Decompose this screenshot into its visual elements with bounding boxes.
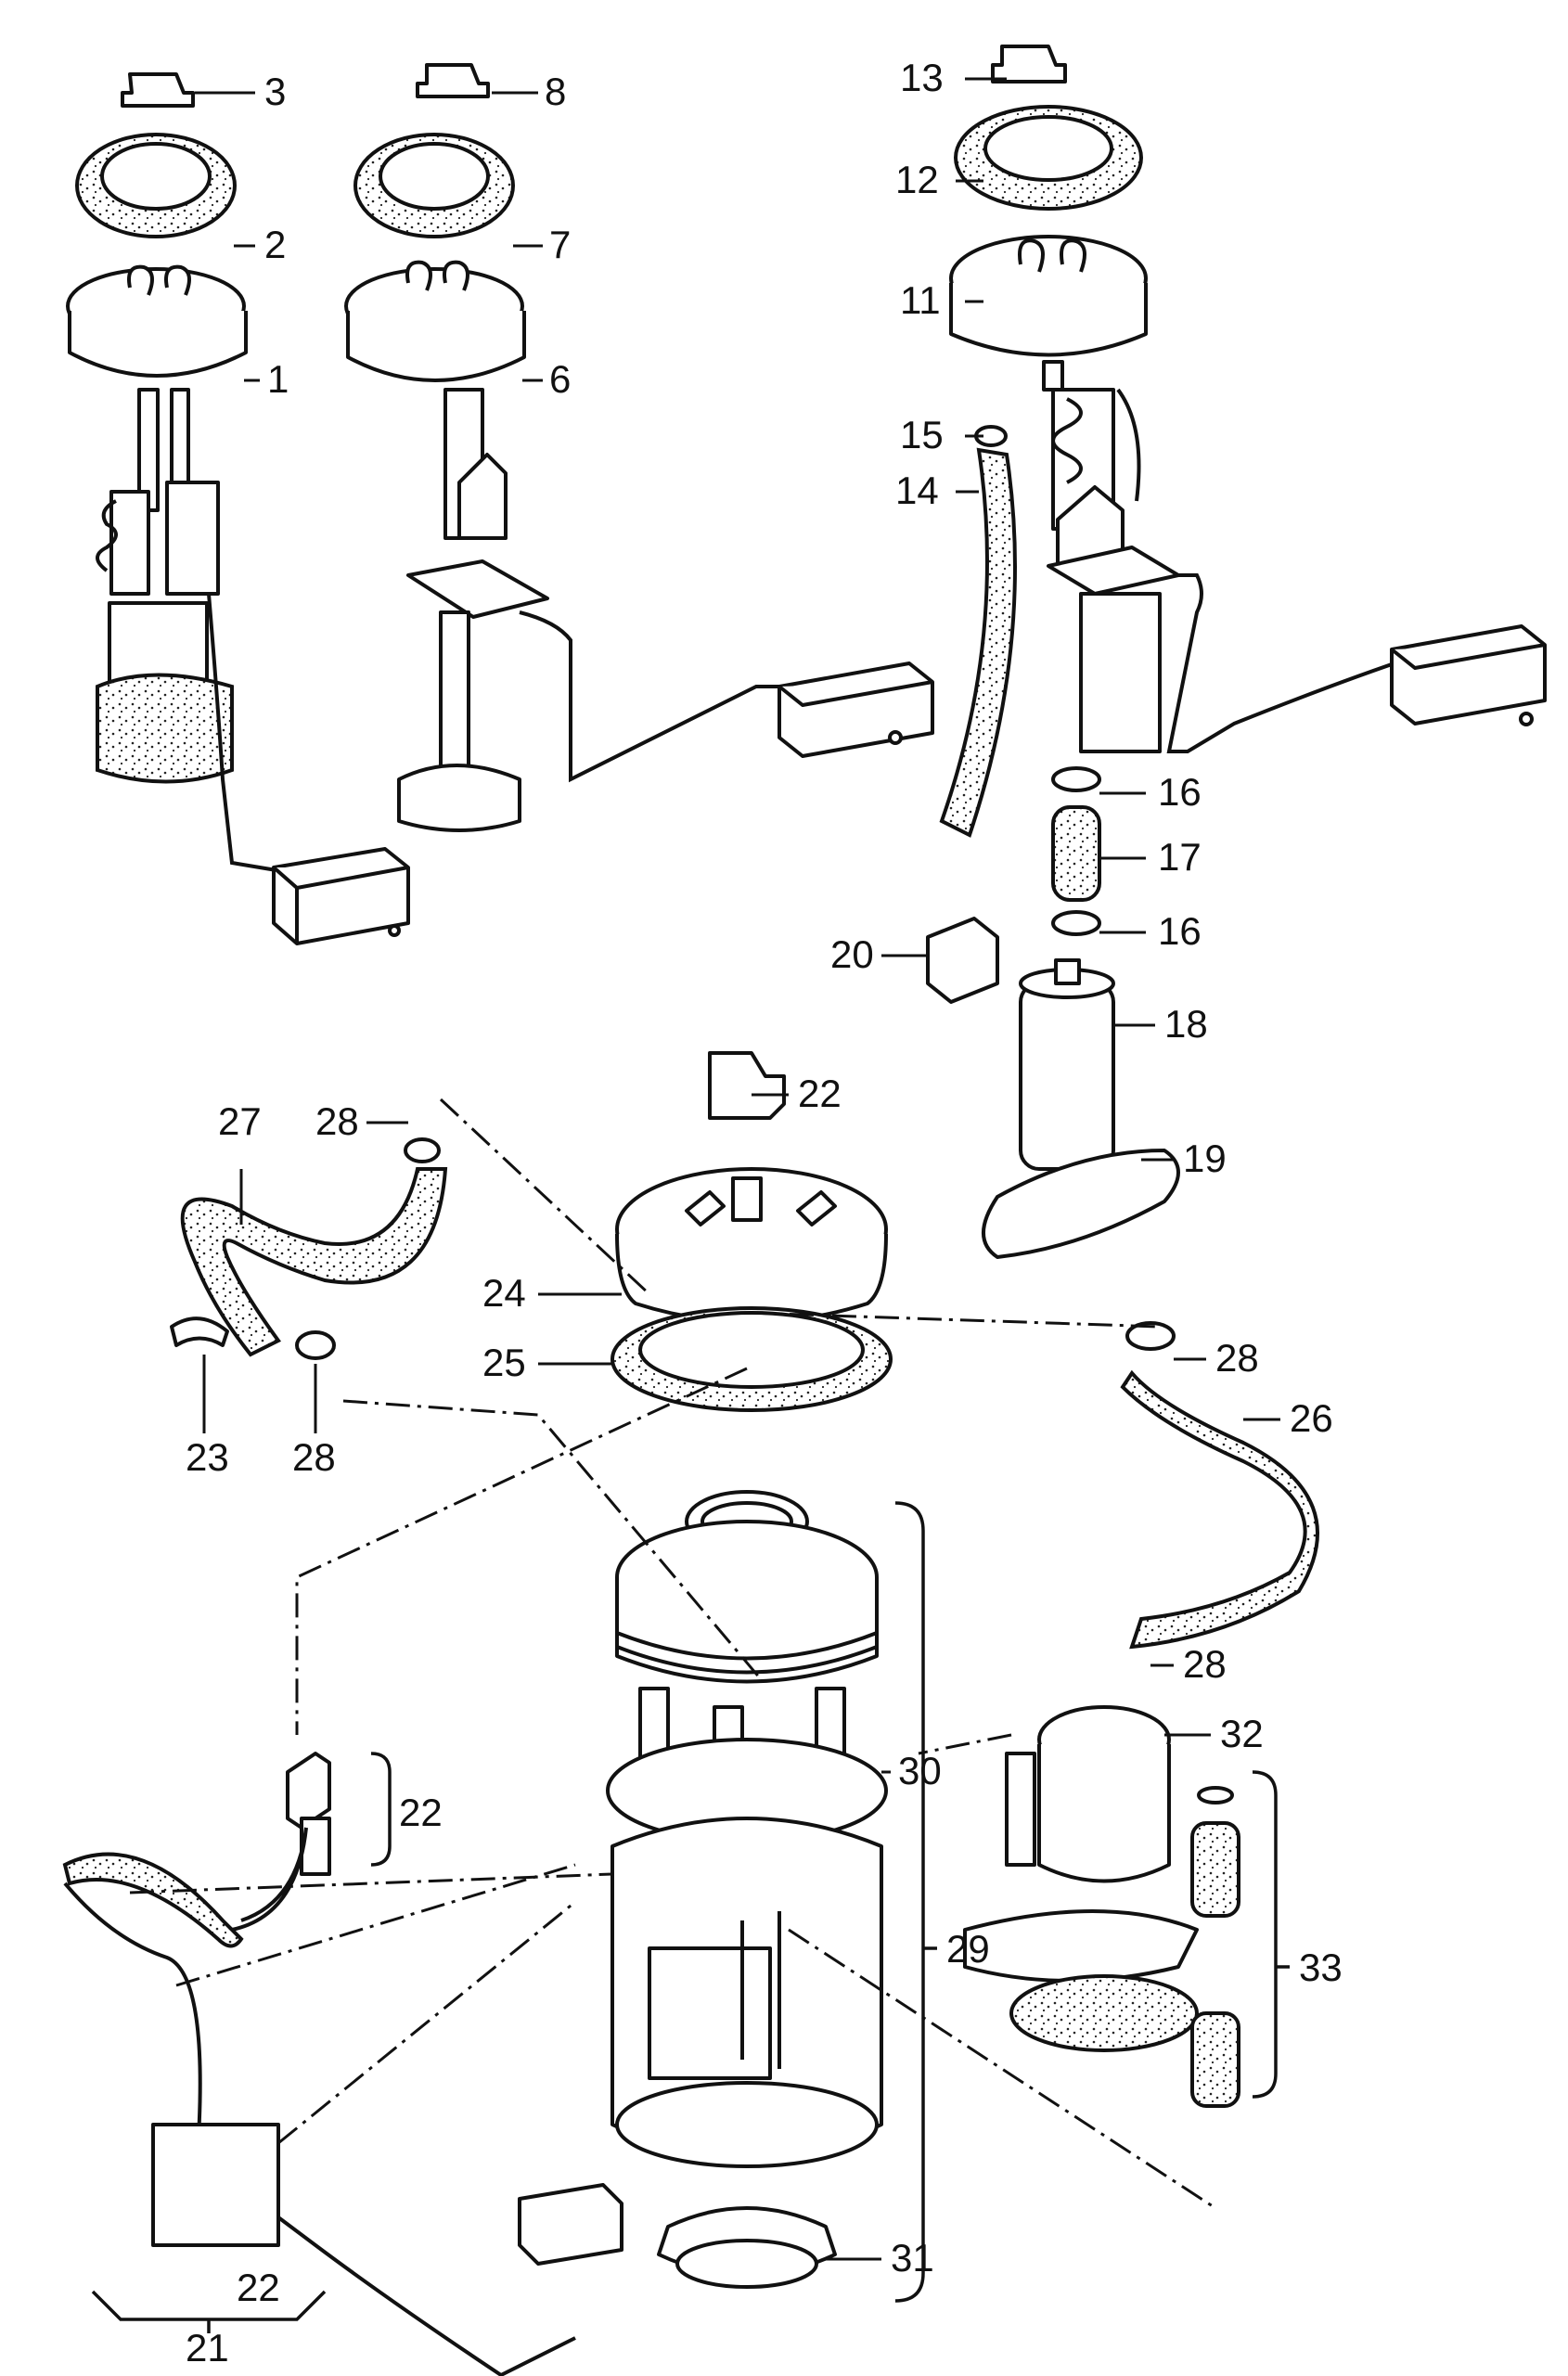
dampers-33 xyxy=(1190,1786,1240,2108)
bracket-22 xyxy=(370,1752,392,1867)
callout-32: 32 xyxy=(1220,1712,1264,1755)
callout-22-bracket: 22 xyxy=(399,1791,443,1834)
callout-14: 14 xyxy=(895,469,939,512)
pump-18 xyxy=(1019,958,1115,1171)
callout-31: 31 xyxy=(891,2236,934,2280)
callout-29: 29 xyxy=(946,1927,990,1971)
sender-assembly-1 xyxy=(66,72,410,945)
callout-1: 1 xyxy=(267,357,289,401)
clip-16a xyxy=(1051,766,1101,792)
callout-16-upper: 16 xyxy=(1158,770,1202,814)
callout-2: 2 xyxy=(264,223,286,266)
callout-7: 7 xyxy=(549,223,571,266)
hose-27 xyxy=(180,1137,448,1357)
clip-23 xyxy=(170,1316,229,1347)
cap-3 xyxy=(121,72,195,108)
callout-28-top: 28 xyxy=(315,1099,359,1143)
bracket-29 xyxy=(894,1501,937,2303)
sender-assembly-6 xyxy=(344,63,934,832)
callout-19: 19 xyxy=(1183,1137,1227,1180)
sender-assembly-11 xyxy=(949,45,1547,753)
bracket-21 xyxy=(91,2290,327,2333)
pump-32 xyxy=(963,1705,1199,2052)
callout-17: 17 xyxy=(1158,835,1202,879)
callout-18: 18 xyxy=(1164,1002,1208,1046)
callout-22-bottom: 22 xyxy=(237,2266,280,2309)
hose-26 xyxy=(1120,1369,1319,1650)
filter-17 xyxy=(1051,805,1101,902)
float-6 xyxy=(778,661,934,758)
clip-28c xyxy=(1125,1321,1176,1351)
connector-22-top xyxy=(708,1051,786,1120)
callout-8: 8 xyxy=(545,70,566,113)
cap-8 xyxy=(416,63,490,98)
callout-11: 11 xyxy=(900,278,941,322)
callout-26: 26 xyxy=(1290,1396,1333,1440)
clip-28b xyxy=(295,1330,336,1360)
bracket-33 xyxy=(1252,1770,1290,2099)
callout-30: 30 xyxy=(898,1749,942,1792)
connector-20 xyxy=(926,917,999,1004)
callout-3: 3 xyxy=(264,70,286,113)
hose-14 xyxy=(939,425,1017,838)
callout-16-lower: 16 xyxy=(1158,909,1202,953)
sender-21 xyxy=(151,2123,623,2376)
callout-28-left: 28 xyxy=(292,1435,336,1479)
callout-25: 25 xyxy=(482,1341,526,1384)
callout-33: 33 xyxy=(1299,1946,1343,1989)
callout-24: 24 xyxy=(482,1271,526,1315)
seal-ring-25 xyxy=(610,1306,893,1412)
callout-21: 21 xyxy=(186,2326,229,2370)
callout-22-top: 22 xyxy=(798,1072,842,1115)
base-plate-19 xyxy=(982,1149,1180,1259)
callout-13: 13 xyxy=(900,56,944,99)
callout-28-right: 28 xyxy=(1215,1336,1259,1380)
clip-16b xyxy=(1051,910,1101,936)
callout-12: 12 xyxy=(895,158,939,201)
clip-28a xyxy=(404,1137,441,1163)
callout-6: 6 xyxy=(549,357,571,401)
float-11 xyxy=(1390,624,1547,726)
callout-15: 15 xyxy=(900,413,944,456)
harness-22 xyxy=(62,1752,331,2190)
reservoir-29 xyxy=(606,1490,888,2289)
flange-24 xyxy=(615,1167,888,1324)
callout-20: 20 xyxy=(830,932,874,976)
leader-lines xyxy=(195,77,1280,2261)
callout-23: 23 xyxy=(186,1435,229,1479)
callout-27: 27 xyxy=(218,1099,262,1143)
callout-28-lower: 28 xyxy=(1183,1642,1227,1686)
cap-13 xyxy=(991,45,1067,83)
